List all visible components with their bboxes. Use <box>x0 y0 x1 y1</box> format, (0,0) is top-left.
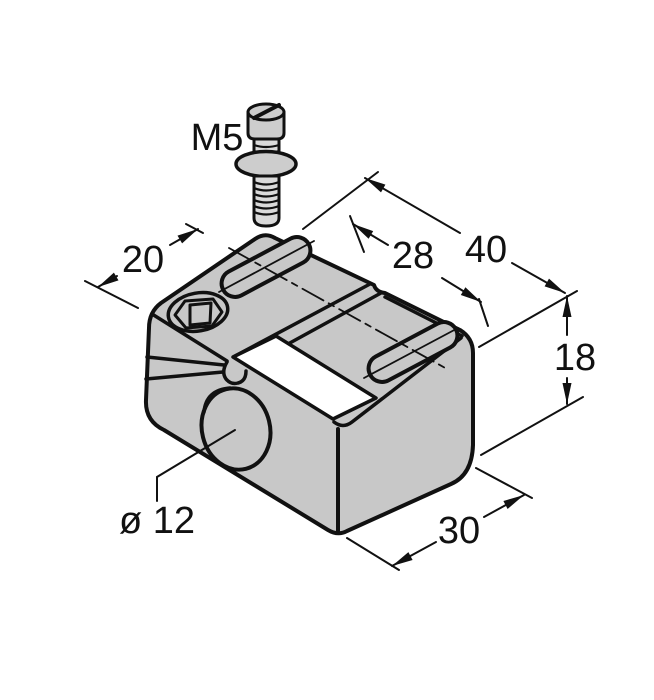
ext-line <box>480 396 584 456</box>
ext-line <box>349 215 365 253</box>
m5-screw <box>234 102 298 228</box>
arrowhead <box>177 229 198 244</box>
dim-label-28: 28 <box>392 235 434 277</box>
hex-socket-screw <box>166 290 230 334</box>
screw-thread-line <box>252 186 281 192</box>
slots-centerline <box>228 247 448 370</box>
front-right-top-edge <box>332 336 463 428</box>
slot-left-axis-line <box>218 240 315 293</box>
bore-far-rim-arc <box>202 386 232 414</box>
dim-label-30: 30 <box>438 510 480 552</box>
screw-thread-line <box>252 180 281 186</box>
arrowhead <box>503 495 524 509</box>
socket-head-rim <box>166 290 230 334</box>
arrowhead <box>460 287 481 302</box>
dimension-30: 30 <box>346 467 533 571</box>
slit-relief-notch <box>222 360 248 386</box>
screw-thread-line <box>252 192 281 198</box>
clamp-slit-bottom <box>144 370 225 381</box>
dimension-20: 20 <box>84 223 204 309</box>
ext-line <box>478 290 578 348</box>
arrowhead <box>392 552 413 566</box>
leader-line <box>156 429 236 502</box>
clamp-bore <box>199 386 273 472</box>
dim-label-bore: ø 12 <box>119 500 195 542</box>
screw-slot <box>252 103 281 120</box>
dimension-28: 28 <box>349 215 489 327</box>
arrowhead <box>98 272 119 287</box>
thread-size-label: M5 <box>191 117 244 159</box>
screw-thread-line <box>252 198 281 204</box>
ext-line <box>475 467 533 499</box>
arrowhead <box>353 224 374 239</box>
arrowhead <box>562 296 572 317</box>
hex-socket-opening <box>173 297 224 330</box>
ext-line <box>185 223 204 234</box>
screw-thread-line <box>252 204 281 210</box>
ext-line <box>478 298 489 327</box>
top-front-edge <box>150 312 229 363</box>
arrowhead <box>544 278 565 293</box>
dimension-bore: ø 12 <box>119 429 236 542</box>
label-plate <box>231 334 378 421</box>
arrowhead <box>365 178 386 193</box>
arrowhead <box>562 383 572 404</box>
ext-line <box>302 171 379 230</box>
clamp-slit-top <box>145 355 226 367</box>
slot-right-axis-line <box>363 327 459 379</box>
screw-thread-line <box>252 210 281 216</box>
washer <box>234 149 298 179</box>
hex-socket-bottom <box>188 301 213 327</box>
dimension-18: 18 <box>480 295 596 456</box>
screw-thread-line <box>252 143 281 149</box>
ext-line <box>84 280 139 309</box>
dimension-40: 40 <box>302 171 578 348</box>
ext-line <box>346 537 400 571</box>
mounting-block <box>143 233 475 536</box>
pocket-chamfer-bottom-edge <box>286 291 383 346</box>
dim-label-20: 20 <box>122 239 164 281</box>
dim-label-18: 18 <box>554 337 596 379</box>
dim-label-40: 40 <box>465 229 507 271</box>
